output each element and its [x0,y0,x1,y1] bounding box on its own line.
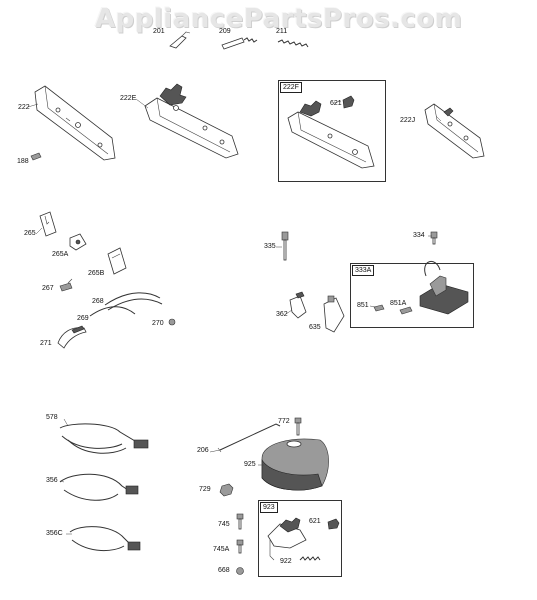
box-label-333A: 333A [352,265,375,276]
box-label-923: 923 [260,502,278,513]
part-578-harness [59,423,149,454]
label-578: 578 [46,414,58,421]
part-222E-bracket [144,83,239,159]
part-729-nut [219,483,234,497]
label-222J: 222J [400,117,416,124]
label-772: 772 [278,418,290,425]
group-222F-frame [278,80,386,182]
label-265A: 265A [52,251,69,258]
label-922: 922 [280,558,292,565]
label-362: 362 [276,311,288,318]
label-621-top: 621 [330,100,342,107]
label-729: 729 [199,486,211,493]
label-211: 211 [276,28,288,35]
part-209-spring [221,37,258,50]
label-635: 635 [309,324,321,331]
leader-lines [27,98,442,535]
label-271: 271 [40,340,52,347]
part-222-bracket [34,85,116,161]
part-356-harness [59,473,139,501]
label-265B: 265B [88,270,105,277]
label-268: 268 [92,298,104,305]
label-222E: 222E [120,95,137,102]
part-211-spring [277,39,309,48]
part-268-wire [104,292,163,311]
part-270-nut [168,318,176,326]
label-270: 270 [152,320,164,327]
part-222F-bracket [287,100,375,169]
label-356C: 356C [46,530,63,537]
part-188-screw [30,152,42,161]
part-851-connector [373,304,385,312]
label-356: 356 [46,477,58,484]
part-851A-connector [399,306,413,315]
part-362-boot [289,291,307,319]
part-222J-bracket [424,103,485,159]
part-265B-bracket [107,247,127,275]
label-209: 209 [219,28,231,35]
label-851A: 851A [390,300,407,307]
part-922-spring [299,556,321,561]
part-923-control [267,517,307,561]
label-334: 334 [413,232,425,239]
label-269: 269 [77,315,89,322]
part-201-lever [169,31,191,49]
part-333A-module [419,261,469,315]
part-271-lever [57,325,87,349]
label-621-bottom: 621 [309,518,321,525]
part-772-screw [294,417,302,436]
label-188: 188 [17,158,29,165]
group-333A-frame [350,263,474,328]
label-201: 201 [153,28,165,35]
watermark: AppliancePartsPros.com [95,4,463,34]
part-269-wire [89,306,136,317]
label-851: 851 [357,302,369,309]
part-265-plate [39,211,57,237]
part-334-screw [430,231,438,245]
label-668: 668 [218,567,230,574]
part-745A-screw [236,539,244,554]
label-335: 335 [264,243,276,250]
part-668-nut [236,567,244,575]
label-206: 206 [197,447,209,454]
part-265A-block [69,233,87,251]
label-267: 267 [42,285,54,292]
label-222: 222 [18,104,30,111]
part-745-screw [236,513,244,530]
group-923-frame [258,500,342,577]
part-267-screw [59,278,73,292]
part-621-clip-bottom [327,518,340,530]
part-925-tank [261,438,329,491]
part-635-terminal [323,295,345,333]
label-265: 265 [24,230,36,237]
label-925: 925 [244,461,256,468]
part-621-clip-top [342,95,355,109]
part-335-bolt [281,231,289,261]
part-356C-harness [69,526,141,551]
label-745A: 745A [213,546,230,553]
box-label-222F: 222F [280,82,302,93]
label-745: 745 [218,521,230,528]
